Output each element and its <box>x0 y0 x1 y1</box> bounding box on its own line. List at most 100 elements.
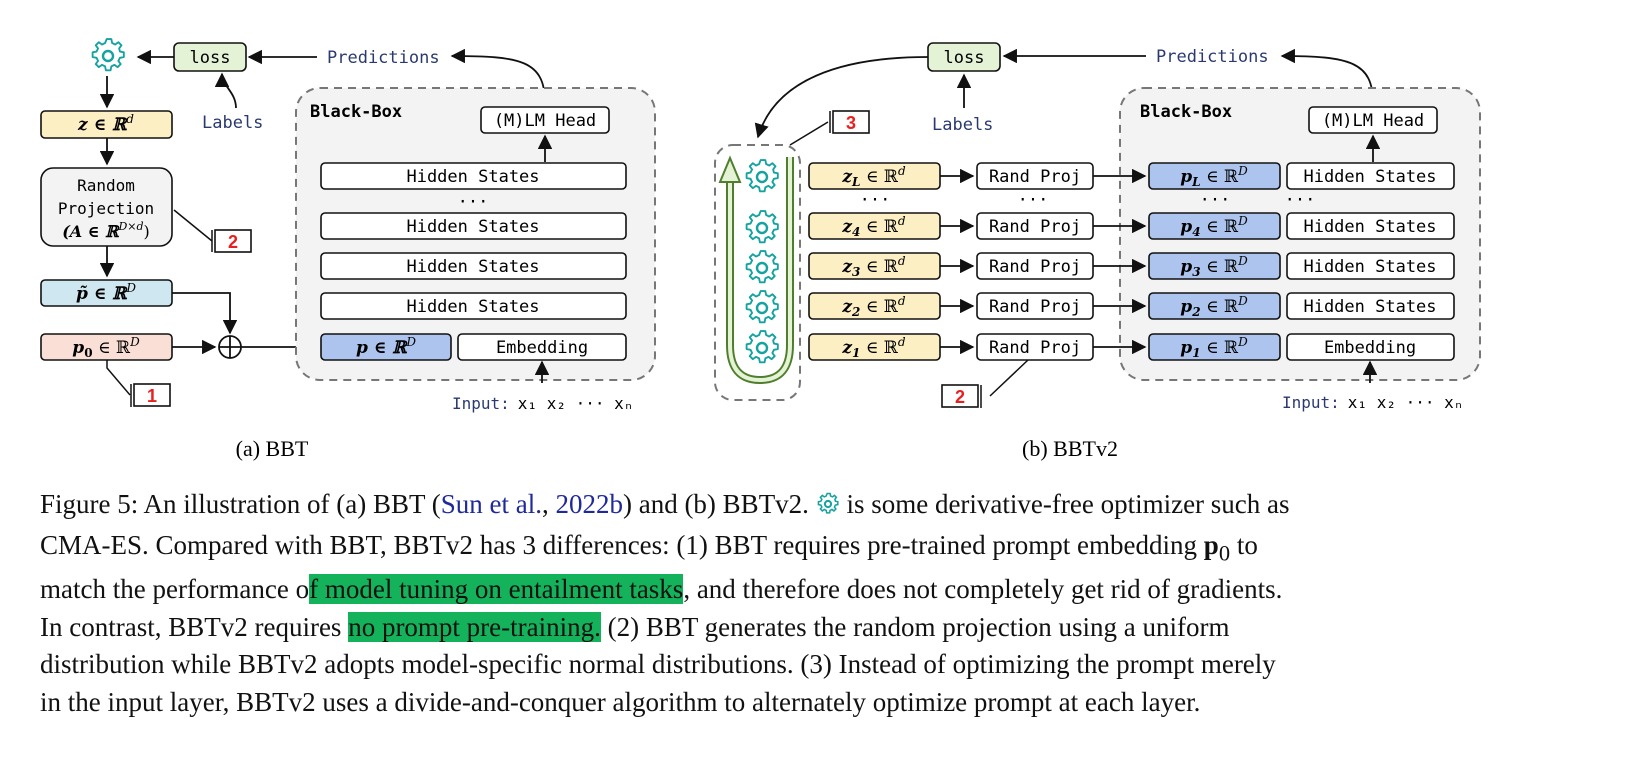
z-var: z <box>841 167 852 187</box>
labels-label: Labels <box>202 113 263 133</box>
caption-l1-comma: , <box>541 489 556 519</box>
rand-proj-label: Rand Proj <box>989 167 1081 187</box>
citation-link-year[interactable]: 2022b <box>555 489 623 519</box>
hidden-states-box-b <box>1286 162 1455 190</box>
z-sup: d <box>898 294 906 308</box>
z-rest: ∈ ℝ <box>860 338 898 358</box>
caption-l2-b: to <box>1230 529 1258 560</box>
hidden-states-a-3: Hidden States <box>406 257 539 277</box>
hidden-states-box-b <box>1286 292 1455 320</box>
caption-l1-b: ) and (b) BBTv2. <box>622 489 809 519</box>
ptilde-label: p̃ ∈ ℝD <box>76 281 136 304</box>
p-var: p <box>1180 297 1192 317</box>
p0-sup: D <box>129 335 140 349</box>
panel-a: loss Predictions Labels z ∈ ℝd Random Pr… <box>40 37 656 413</box>
hidden-states-stack-a: Hidden States ··· Hidden States Hidden S… <box>320 162 627 320</box>
input-tokens-a: x₁ x₂ ··· xₙ <box>518 394 634 413</box>
highlight-2: no prompt pre-training. <box>348 611 601 642</box>
p-rest: ∈ ℝ <box>1201 338 1239 358</box>
p-box-b-2 <box>1148 292 1281 320</box>
z-label-b-2: z2 ∈ ℝd <box>841 294 906 319</box>
p-label-b-2: p2 ∈ ℝD <box>1180 294 1248 319</box>
caption-l2-sub: 0 <box>1218 539 1231 565</box>
z-sub: 4 <box>852 225 860 239</box>
z-sub: 1 <box>852 346 860 360</box>
arrow-labels-to-loss <box>214 72 237 109</box>
ellipsis-b-p: ··· <box>1200 190 1231 210</box>
random-projection-line2: Projection <box>58 199 154 218</box>
caption-l3-a: match the performance o <box>40 574 310 605</box>
loss-label: loss <box>190 48 231 68</box>
subcaption-a: (a) BBT <box>236 436 309 461</box>
hidden-states-a-4: Hidden States <box>406 297 539 317</box>
embedding-box-a <box>457 333 627 361</box>
rand-proj-label: Rand Proj <box>989 297 1081 317</box>
hidden-states-label-b: Hidden States <box>1303 297 1436 317</box>
p-sup-a: D <box>405 335 416 349</box>
random-projection-line3: (A ∈ ℝD×d) <box>62 220 150 241</box>
z-var: z <box>841 297 852 317</box>
p-box-a <box>320 333 452 361</box>
badge-3-text: 3 <box>846 113 856 133</box>
gear-icon <box>91 37 126 72</box>
figure-caption: Figure 5: An illustration of (a) BBT (Su… <box>40 486 1490 721</box>
subcaption-b: (b) BBTv2 <box>1022 436 1118 461</box>
hidden-states-label-b: Hidden States <box>1303 167 1436 187</box>
badge-2-text: 2 <box>228 232 238 252</box>
z-sub: 2 <box>851 305 860 319</box>
z-rest: ∈ ℝ <box>860 217 898 237</box>
p-box-b-1 <box>1148 333 1281 361</box>
input-word-b: Input: <box>1282 393 1340 412</box>
p-sub: 2 <box>1191 305 1200 319</box>
highlight-1: f model tuning on entailment tasks <box>309 574 684 605</box>
caption-line-2: CMA-ES. Compared with BBT, BBTv2 has 3 d… <box>40 527 1490 572</box>
p-sup: D <box>1237 335 1248 349</box>
p-label-b-L: pL ∈ ℝD <box>1180 164 1248 189</box>
p-sup: D <box>1237 294 1248 308</box>
z-label-b-4: z4 ∈ ℝd <box>841 214 906 239</box>
p-sub: 1 <box>1192 346 1200 360</box>
hidden-states-label-b: Hidden States <box>1303 257 1436 277</box>
p-rest: ∈ ℝ <box>1201 217 1239 237</box>
z-sup: d <box>898 254 906 268</box>
embedding-box-b <box>1286 333 1455 361</box>
rand-proj-label: Rand Proj <box>989 217 1081 237</box>
z-sub: 3 <box>852 265 860 279</box>
citation-link-author[interactable]: Sun et al. <box>440 489 542 519</box>
rp-text: (A ∈ ℝ <box>62 222 120 241</box>
p-var: p <box>1180 217 1192 237</box>
p0-label: p0 ∈ ℝD <box>72 335 140 360</box>
p-var: p <box>1180 257 1192 277</box>
z-sup: d <box>898 164 906 178</box>
p-sup: D <box>1237 164 1248 178</box>
arrow-loss-to-optimizer <box>754 56 929 139</box>
lm-head-box-b <box>1308 106 1438 134</box>
hidden-states-label-b: Hidden States <box>1303 217 1436 237</box>
lm-head-label-a: (M)LM Head <box>494 111 596 131</box>
badge-1 <box>133 383 171 407</box>
embedding-label-b: Embedding <box>1324 338 1416 358</box>
input-label-b: Input: x₁ x₂ ··· xₙ <box>1282 393 1463 412</box>
p0-text: p <box>72 338 84 358</box>
blackbox-b-label: Black-Box <box>1140 102 1232 122</box>
hidden-states-a-1: Hidden States <box>406 167 539 187</box>
z-label-b-3: z3 ∈ ℝd <box>841 254 906 279</box>
z-sup: d <box>126 112 134 126</box>
p-sub: 3 <box>1192 265 1200 279</box>
input-tokens-b: x₁ x₂ ··· xₙ <box>1348 393 1464 412</box>
caption-line-6: in the input layer, BBTv2 uses a divide-… <box>40 686 1201 717</box>
embedding-label-a: Embedding <box>496 338 588 358</box>
rp-sup: D×d <box>117 220 143 233</box>
hidden-states-box-b <box>1286 252 1455 280</box>
gear-icon-inline <box>816 489 840 527</box>
ptilde-sup: D <box>125 281 136 295</box>
z-label-b-L: zL ∈ ℝd <box>841 164 906 189</box>
p-box-b-L <box>1148 162 1281 190</box>
z-sup: d <box>898 335 906 349</box>
p-var: p <box>1180 338 1192 358</box>
z-sup: d <box>898 214 906 228</box>
z-rest: ∈ ℝ <box>860 167 898 187</box>
z-var: z <box>841 338 852 358</box>
badge-2-connector <box>173 209 213 242</box>
ellipsis-b-hidden: ··· <box>1285 190 1316 210</box>
